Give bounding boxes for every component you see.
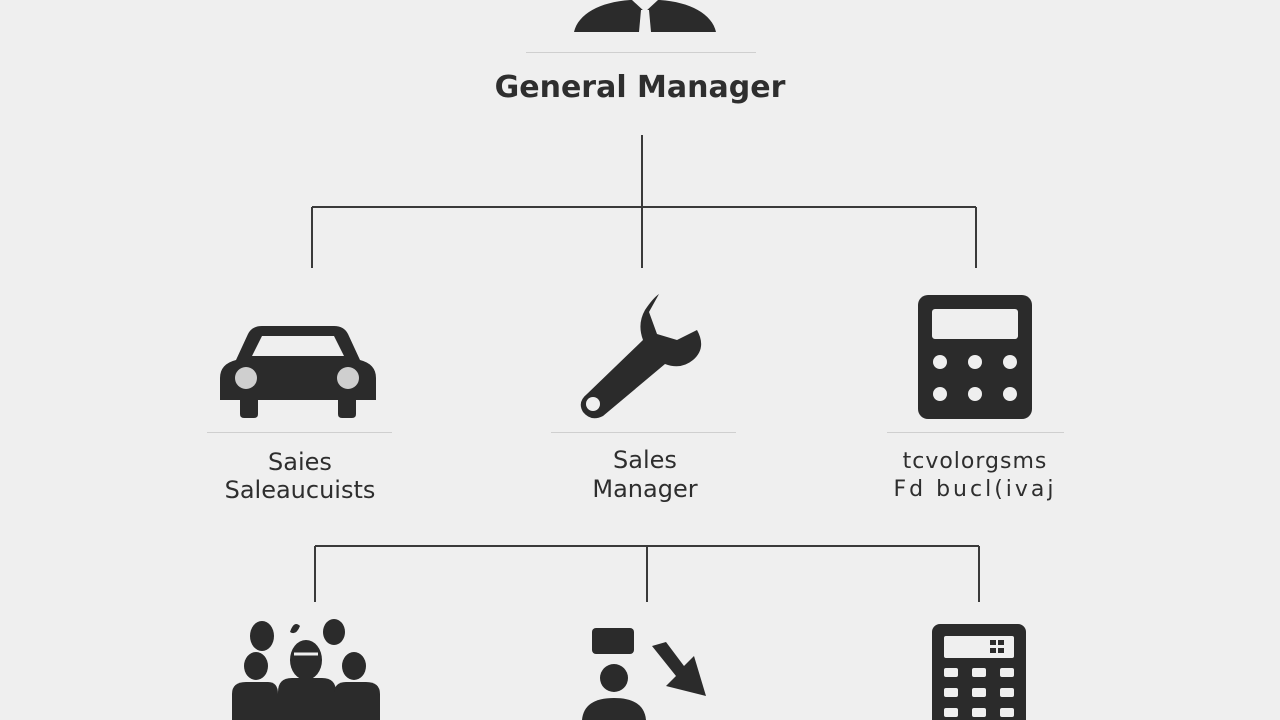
car-icon — [220, 326, 376, 418]
calculator-icon — [918, 295, 1032, 419]
sales-manager-label-line2: Manager — [592, 475, 698, 503]
finance-label-line2: Fd bucl(ivaj — [893, 477, 1057, 502]
root-divider — [526, 52, 756, 53]
sales-label-line2: Saleaucuists — [224, 476, 376, 504]
wrench-icon — [580, 294, 702, 419]
calculator-icon — [932, 624, 1026, 720]
manager-person-icon — [574, 0, 716, 32]
sales-manager-divider — [551, 432, 736, 433]
sales-divider — [207, 432, 392, 433]
finance-label-line1: tcvolorgsms — [902, 449, 1048, 474]
sales-manager-label-line1: Sales — [613, 446, 677, 474]
sales-label-line1: Saies — [268, 448, 332, 476]
root-title: General Manager — [494, 70, 786, 105]
finance-divider — [887, 432, 1064, 433]
team-group-icon — [232, 619, 380, 720]
person-arrow-icon — [582, 628, 706, 720]
